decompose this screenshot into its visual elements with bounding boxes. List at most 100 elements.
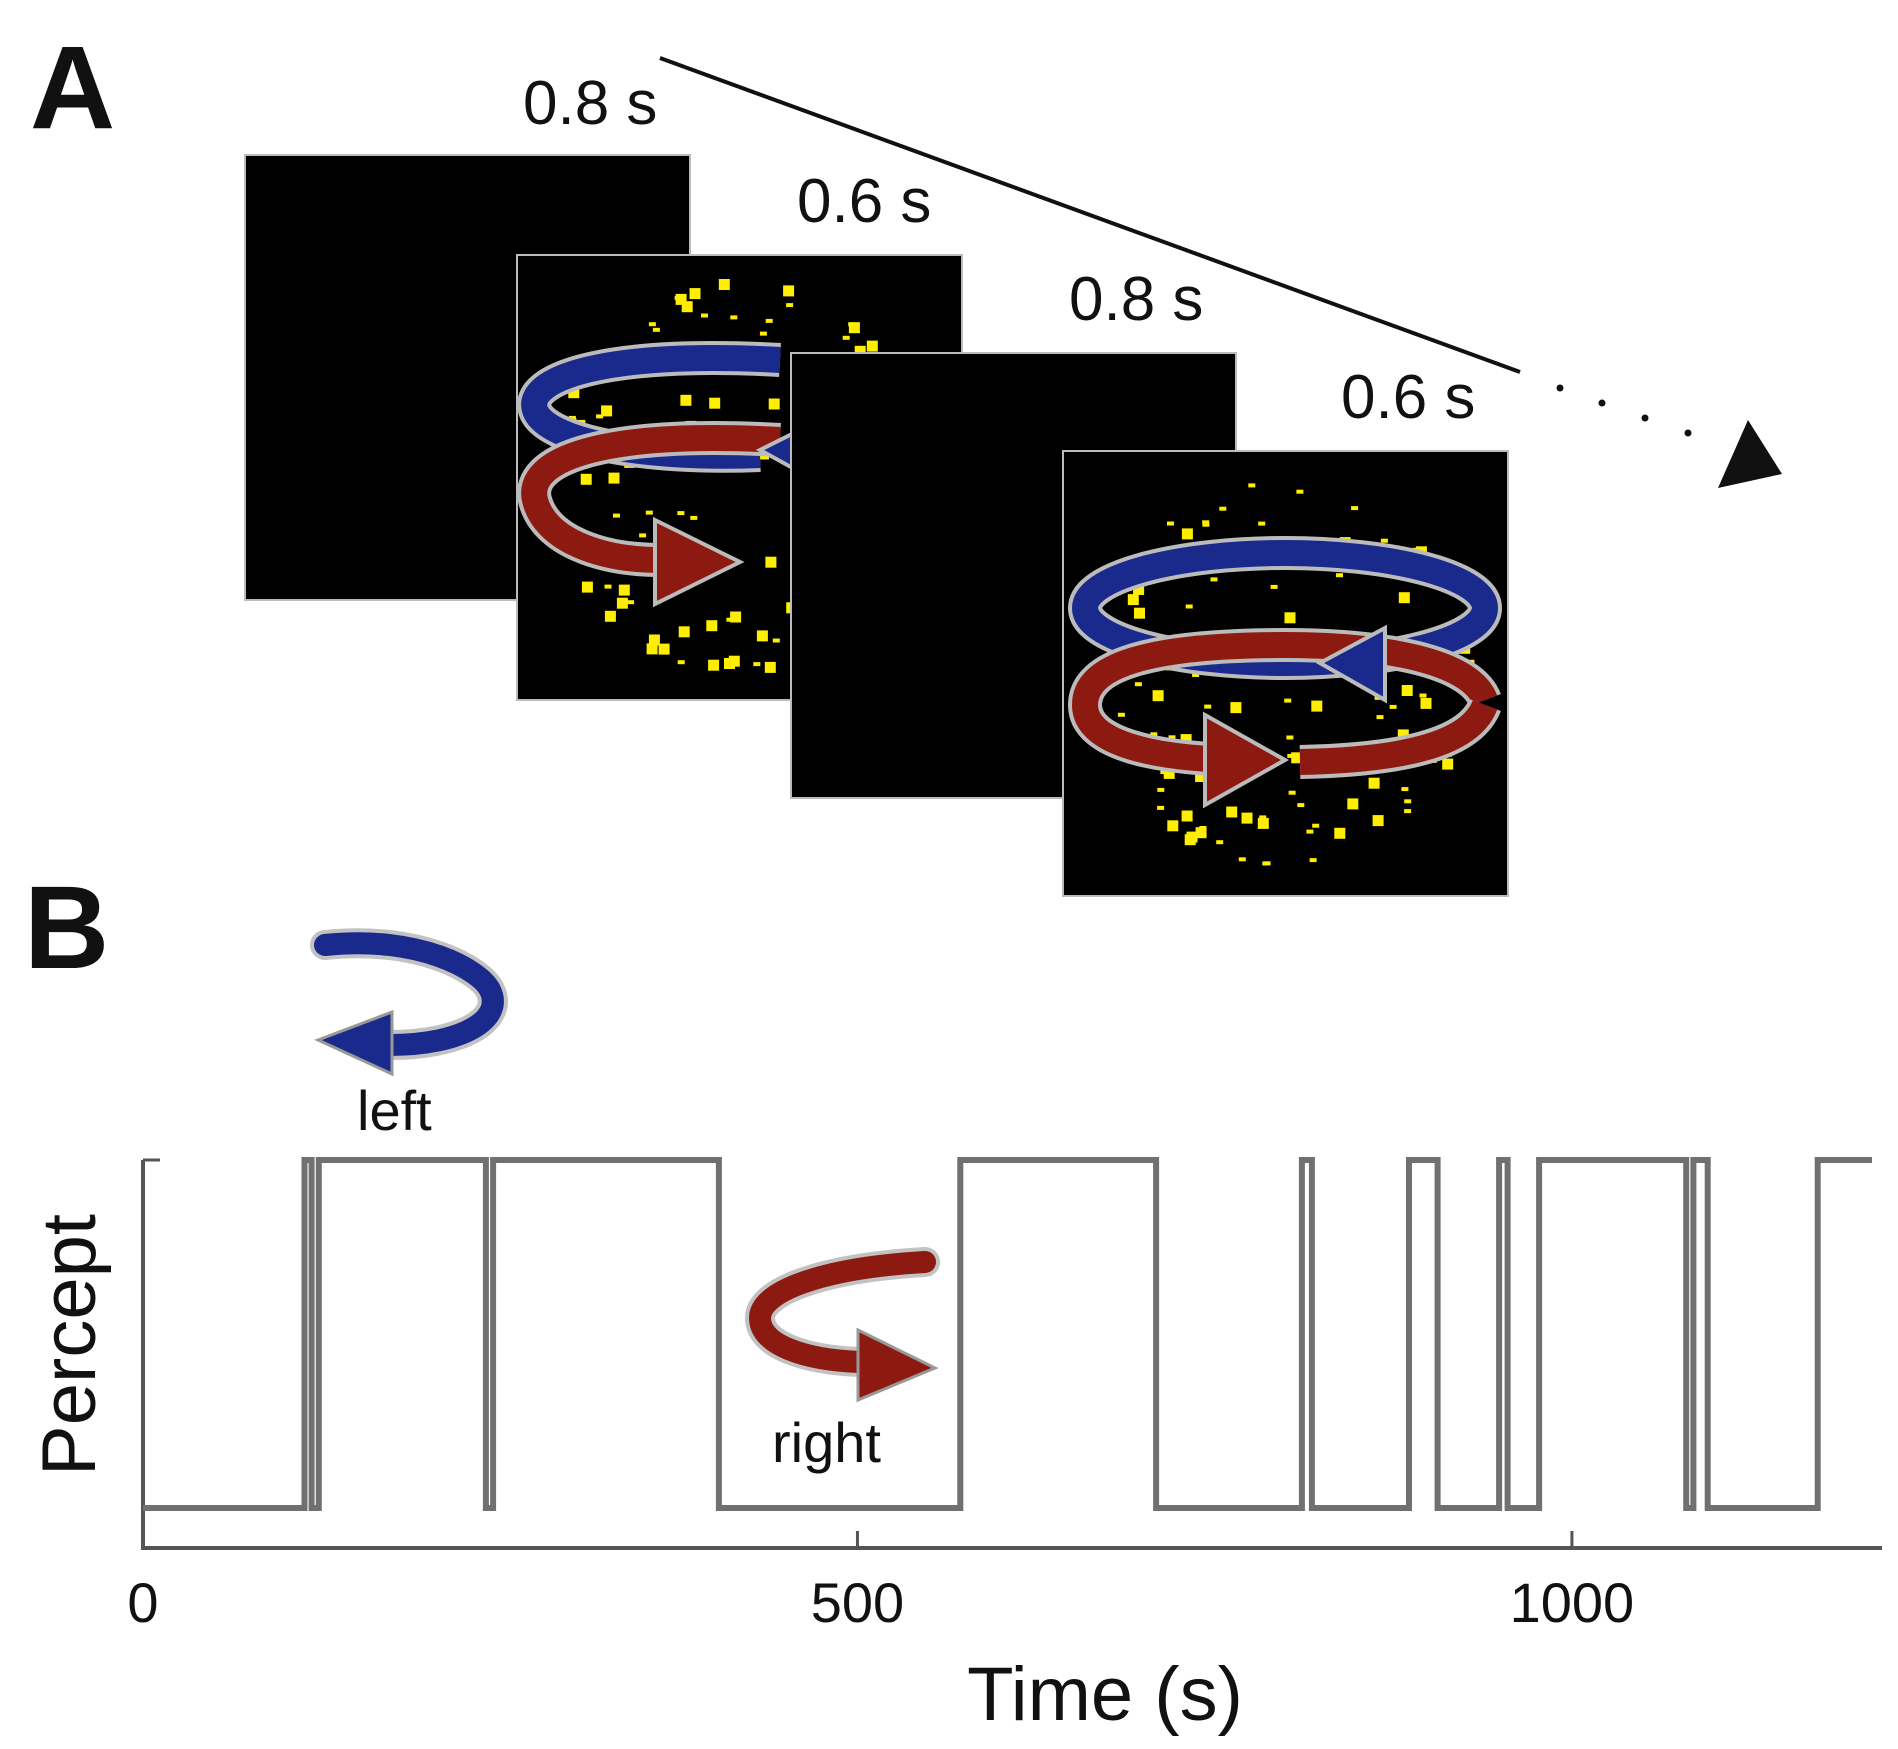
stimulus-dot (1195, 771, 1207, 782)
stimulus-dot (648, 322, 656, 327)
rotation-arrows-icon (1067, 536, 1502, 809)
stimulus-dot (1195, 827, 1207, 839)
stimulus-dot (658, 643, 670, 655)
right-percept-label: right (772, 1411, 881, 1474)
stimulus-dot (1380, 538, 1388, 543)
stimulus-dot (1442, 758, 1454, 770)
stimulus-dot (639, 533, 647, 538)
x-tick-label: 1000 (1510, 1571, 1635, 1634)
stimulus-dot (1199, 826, 1207, 830)
stimulus-dot (613, 513, 620, 518)
stimulus-dot (580, 473, 592, 485)
stimulus-dot (1287, 753, 1295, 758)
stimulus-dot (648, 634, 660, 646)
timeline-line (659, 56, 1521, 374)
stimulus-dot (596, 414, 604, 419)
stimulus-dot (1181, 528, 1193, 540)
stimulus-dot (1248, 483, 1256, 488)
duration-label-4: 0.6 s (1341, 363, 1475, 432)
stimulus-dot (1291, 752, 1303, 764)
stimulus-dot (568, 415, 576, 420)
stimulus-dot (1312, 823, 1320, 828)
stimulus-dot (690, 515, 698, 520)
left-percept-label: left (357, 1079, 432, 1142)
stimulus-dot (1184, 834, 1196, 846)
panel-a-label: A (30, 22, 115, 154)
stimulus-dot (1169, 822, 1177, 826)
stimulus-dot (768, 398, 780, 410)
stimulus-dot (674, 295, 682, 300)
stimulus-dot (1134, 607, 1145, 619)
duration-label-3: 0.8 s (1069, 265, 1203, 334)
stimulus-dot (1401, 685, 1413, 696)
stimulus-dot (646, 643, 658, 655)
rotate-left-icon (310, 928, 508, 1077)
stimulus-dot (1306, 829, 1314, 834)
stimulus-dot (1192, 673, 1200, 677)
rotate-right-icon (744, 1247, 940, 1403)
stimulus-dot (1401, 787, 1409, 792)
stimulus-dot (1259, 815, 1267, 820)
stimulus-dot (568, 387, 580, 399)
stimulus-dot (1404, 799, 1412, 804)
timeline-dots (1556, 384, 1692, 437)
stimulus-dot (759, 331, 767, 336)
stimulus-dot (1389, 704, 1397, 709)
stimulus-dot (680, 394, 692, 406)
stimulus-dot (645, 510, 653, 515)
duration-label-2: 0.6 s (797, 167, 931, 236)
stimulus-dot (652, 327, 660, 332)
stimulus-dot (765, 318, 773, 323)
stimulus-dot (1336, 573, 1343, 578)
stimulus-dot (1419, 693, 1427, 698)
stimulus-dot (1163, 767, 1175, 779)
stimulus-dot (1117, 712, 1125, 717)
stimulus-dot (618, 584, 630, 596)
stimulus-dot (848, 322, 860, 334)
stimulus-dot (1181, 810, 1193, 822)
stimulus-dot (1204, 704, 1212, 709)
stimulus-dot (772, 638, 780, 643)
stimulus-dot (1297, 803, 1305, 808)
stimulus-dot (1167, 521, 1174, 526)
stimulus-dot (1351, 506, 1359, 511)
stimulus-dot (1185, 604, 1193, 609)
stimulus-dot (581, 581, 593, 593)
stimulus-dot (786, 303, 794, 308)
stimulus-dot (1133, 584, 1145, 595)
percept-trace (143, 1157, 1872, 1511)
stimulus-dot (1372, 815, 1384, 827)
panel-b-label: B (24, 862, 109, 994)
stimulus-dot (701, 313, 708, 318)
stimulus-dot (678, 626, 690, 638)
stimulus-dot (1270, 584, 1278, 589)
stimulus-dot (724, 658, 735, 669)
stimulus-dot (1284, 698, 1292, 703)
stimulus-dot (765, 556, 777, 568)
stimulus-dot (1180, 734, 1192, 746)
stimulus-dot (1286, 735, 1294, 740)
stimulus-dot (616, 597, 628, 609)
stimulus-dot (1210, 577, 1218, 582)
stimulus-dot (854, 345, 866, 357)
stimulus-dot (604, 610, 616, 622)
stimulus-dot (1230, 702, 1242, 714)
stimulus-dot (706, 620, 718, 632)
stimulus-dot (1311, 700, 1323, 712)
stimulus-dot (1168, 735, 1176, 740)
stimulus-dot (730, 315, 738, 320)
stimulus-dot (708, 659, 720, 671)
stimulus-dot (1420, 697, 1432, 709)
stimulus-dot (1152, 690, 1164, 702)
stimulus-dot (1334, 827, 1346, 839)
stimulus-dot (1404, 809, 1412, 814)
stimulus-dot (689, 288, 701, 300)
stimulus-dot (1150, 732, 1158, 737)
stimulus-dot (1157, 805, 1165, 810)
x-tick-label: 500 (811, 1571, 904, 1634)
stimulus-dot (866, 340, 878, 352)
stimulus-dot (1134, 682, 1142, 687)
stimulus-dot (601, 405, 613, 417)
